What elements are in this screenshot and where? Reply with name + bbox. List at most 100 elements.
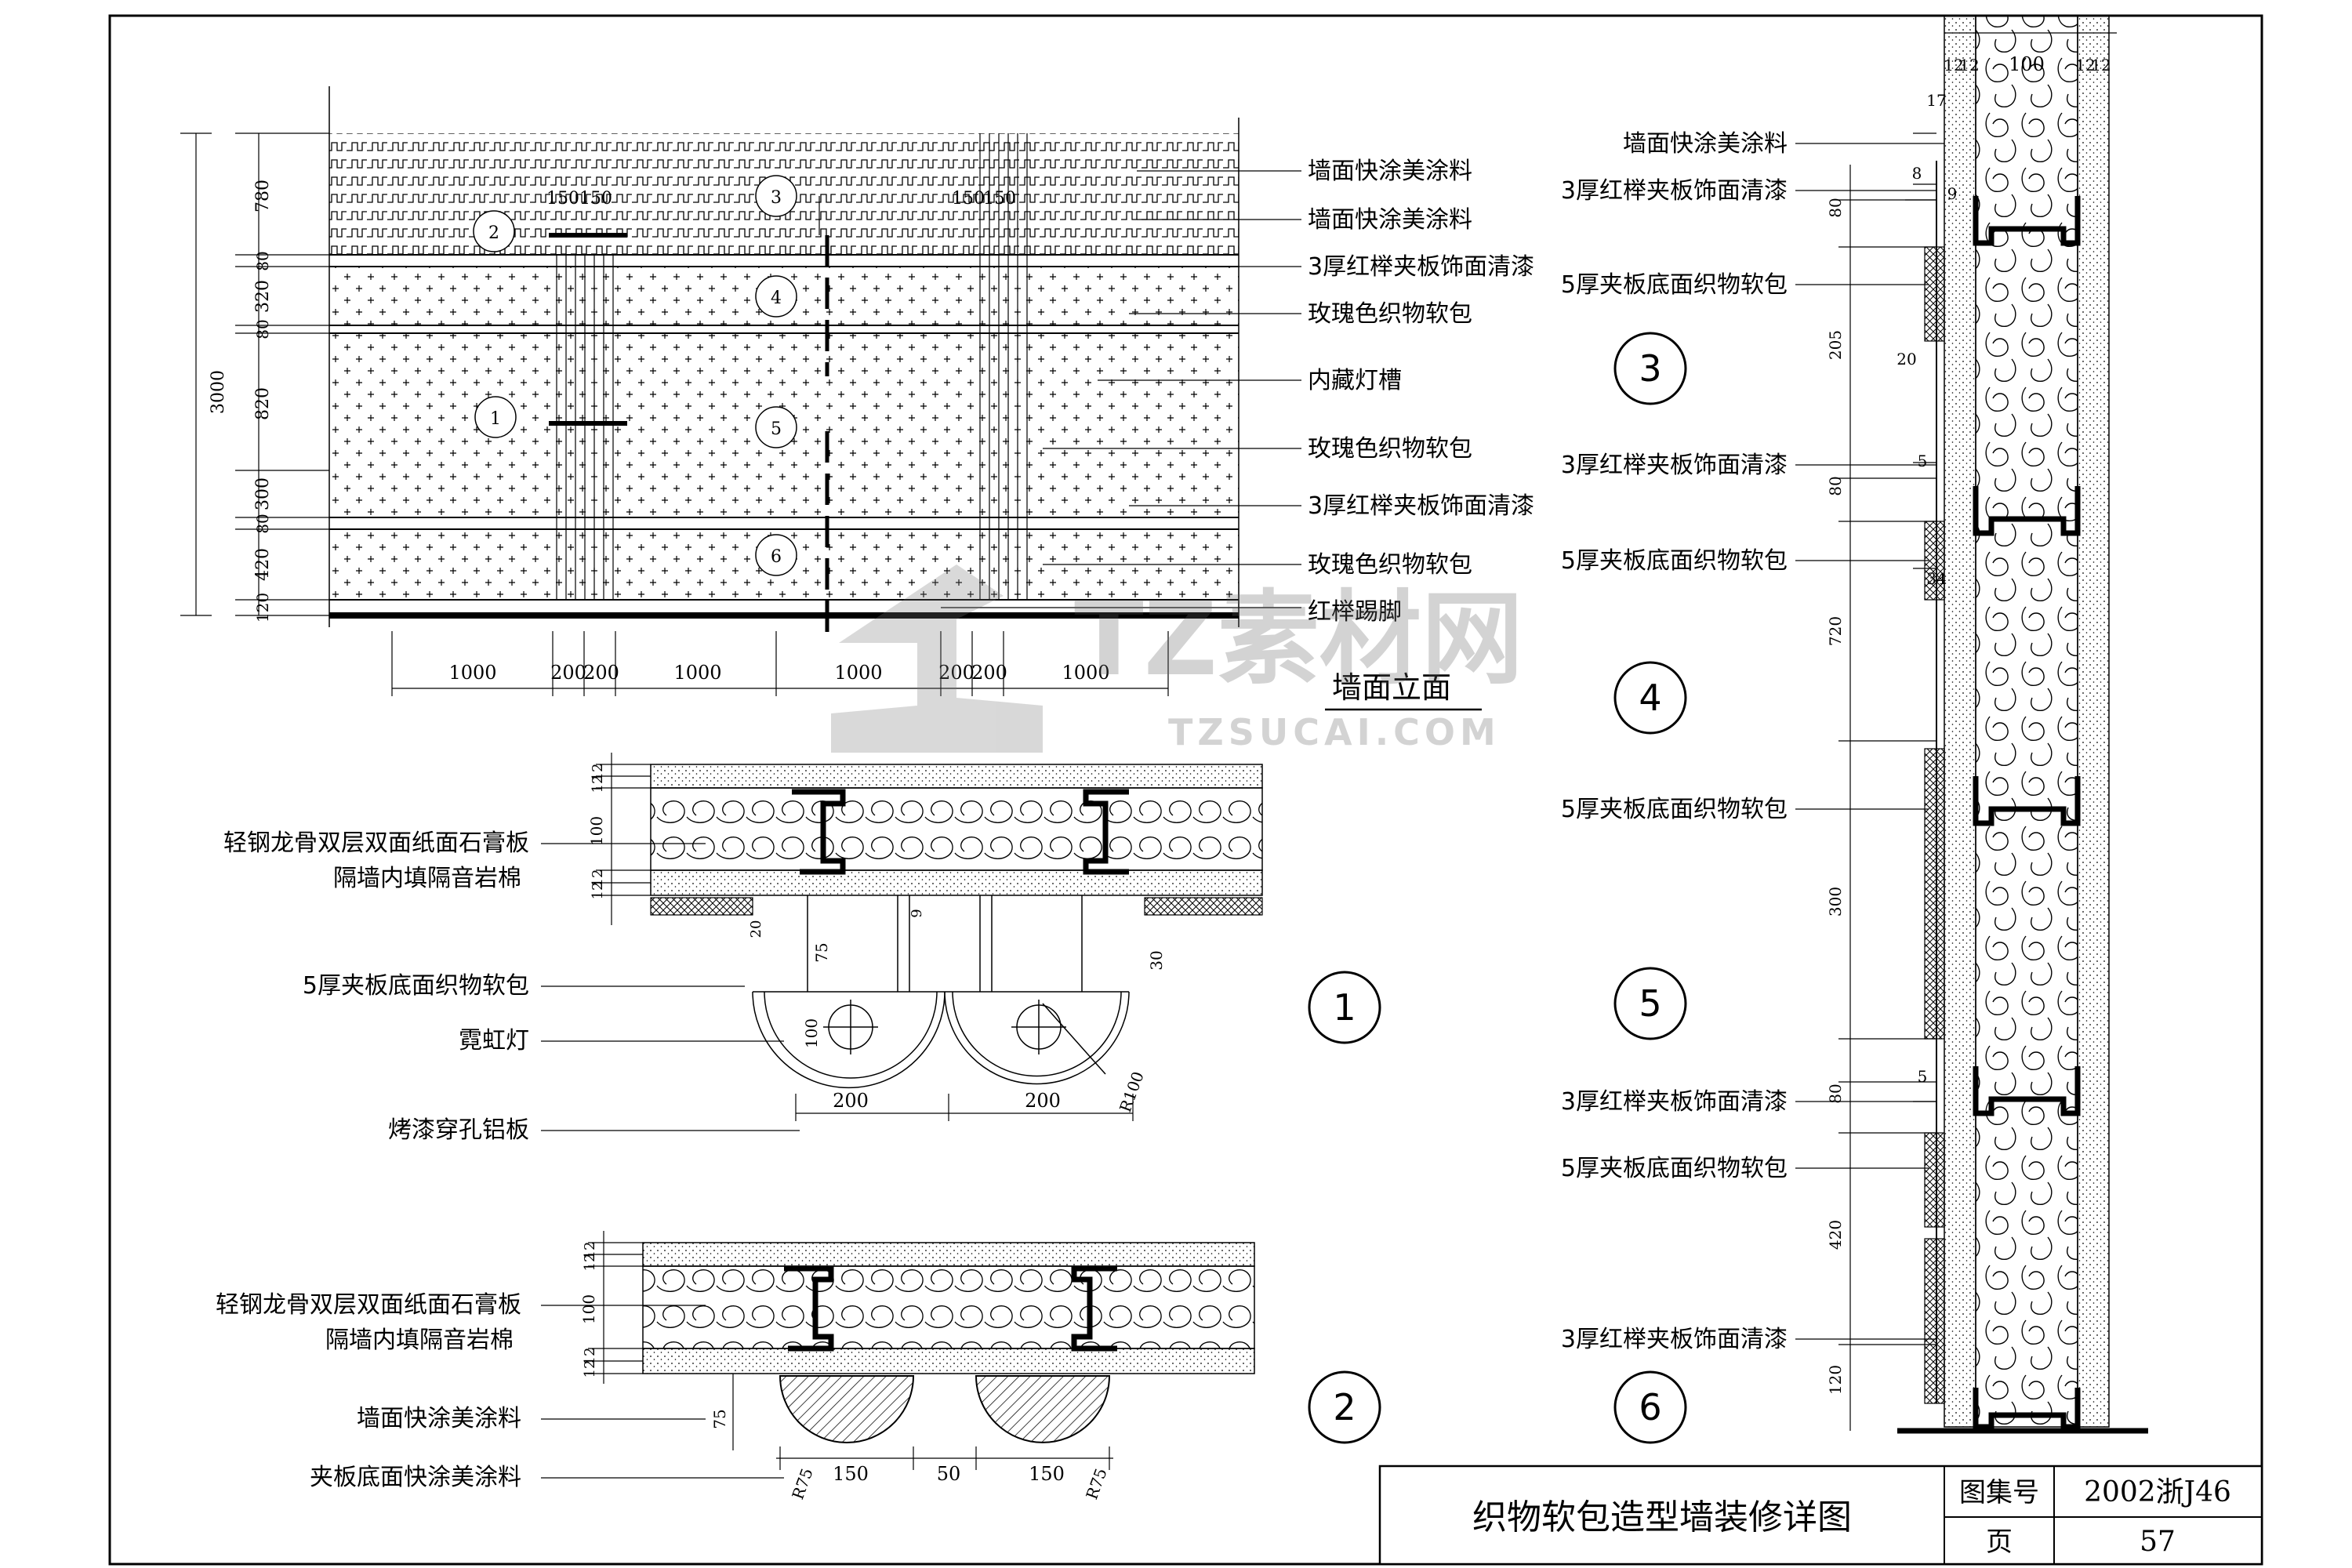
- vsec-label: 墙面快涂美涂料: [1623, 130, 1788, 158]
- elev-label: 玫瑰色织物软包: [1308, 551, 1472, 579]
- fabric-zone-main: [329, 333, 1239, 470]
- vsec-h-dim: 300: [1826, 887, 1845, 916]
- section-2: 轻钢龙骨双层双面纸面石膏板 隔墙内填隔音岩棉 墙面快涂美涂料 夹板底面快涂美涂料…: [216, 1231, 1381, 1502]
- sec2-dim: 75: [710, 1409, 729, 1428]
- sec1-label: 隔墙内填隔音岩棉: [333, 865, 521, 892]
- svg-text:1: 1: [490, 409, 501, 429]
- sec1-label: 轻钢龙骨双层双面纸面石膏板: [223, 829, 529, 857]
- wall-elevation: 2 1 4 3 5 6 150 150 150 150: [328, 86, 1240, 635]
- page-number: 57: [2140, 1526, 2176, 1558]
- dim-w: 1000: [673, 662, 721, 684]
- svg-text:2: 2: [488, 223, 499, 243]
- vsec-small-dim: 5: [1918, 452, 1928, 470]
- elev-label: 3厚红榉夹板饰面清漆: [1308, 492, 1534, 520]
- callout-4: 4: [755, 275, 797, 318]
- dim-w: 1000: [1062, 662, 1109, 684]
- vsec-label: 3厚红榉夹板饰面清漆: [1561, 177, 1788, 205]
- vsec-small-dim: 8: [1912, 164, 1922, 183]
- dim-overall: 3000: [209, 370, 228, 414]
- atlas-label: 图集号: [1959, 1477, 2039, 1508]
- title-block: 织物软包造型墙装修详图 图集号 2002浙J46 页 57: [1378, 1465, 2263, 1566]
- vsec-top-dim: 12: [2075, 56, 2095, 74]
- svg-text:3: 3: [771, 188, 782, 208]
- dim-w: 200: [938, 662, 975, 684]
- section-number-5: 5: [1639, 982, 1661, 1025]
- vsec-label: 5厚夹板底面织物软包: [1561, 1155, 1788, 1182]
- dim-w: 200: [550, 662, 586, 684]
- elev-label: 内藏灯槽: [1308, 367, 1402, 394]
- elev-label: 墙面快涂美涂料: [1308, 158, 1472, 185]
- sec2-dim: 12: [582, 1242, 598, 1260]
- vsec-label: 5厚夹板底面织物软包: [1561, 796, 1788, 823]
- vsec-label: 5厚夹板底面织物软包: [1561, 547, 1788, 575]
- sec2-label: 轻钢龙骨双层双面纸面石膏板: [216, 1291, 521, 1319]
- sec1-dim: R100: [1116, 1069, 1148, 1114]
- watermark-url: TZSUCAI.COM: [1168, 711, 1501, 753]
- watermark: TZ素材网 TZSUCAI.COM: [831, 564, 1523, 753]
- vertical-section: 12 12 100 12 12 17 8 9 20 5 34 5 80 205 …: [1561, 15, 2148, 1444]
- elev-label: 墙面快涂美涂料: [1308, 206, 1472, 234]
- sec1-dim: 12: [590, 775, 606, 793]
- dim-h: 420: [253, 548, 273, 581]
- drawing-title: 织物软包造型墙装修详图: [1472, 1497, 1852, 1537]
- sec1-dim: 12: [590, 882, 606, 900]
- dim-top: 150: [546, 189, 579, 209]
- dim-w: 1000: [834, 662, 882, 684]
- dim-top: 150: [952, 189, 985, 209]
- sec2-dim: R75: [788, 1465, 816, 1501]
- callout-1: 1: [474, 396, 517, 438]
- vsec-h-dim: 80: [1826, 476, 1845, 495]
- elev-label: 3厚红榉夹板饰面清漆: [1308, 253, 1534, 281]
- sec2-dim: 150: [833, 1463, 869, 1485]
- light-slot-right: [972, 133, 1035, 600]
- vsec-top-dim: 100: [2009, 53, 2045, 75]
- sec1-dim: 75: [812, 942, 831, 962]
- dim-h: 80: [253, 514, 272, 533]
- callout-6: 6: [755, 534, 797, 576]
- sec1-dim: 12: [590, 764, 606, 782]
- sec2-dim: 12: [582, 1360, 598, 1378]
- dim-h: 820: [253, 387, 273, 420]
- atlas-value: 2002浙J46: [2084, 1476, 2231, 1508]
- elevation-title: 墙面立面: [1332, 670, 1451, 705]
- vsec-h-dim: 420: [1826, 1220, 1845, 1250]
- section-number-1: 1: [1333, 986, 1356, 1029]
- section-number-4: 4: [1639, 677, 1661, 719]
- vsec-small-dim: 34: [1926, 569, 1946, 588]
- vsec-h-dim: 80: [1826, 1083, 1845, 1103]
- sec2-label: 隔墙内填隔音岩棉: [325, 1327, 514, 1354]
- dim-top: 150: [983, 189, 1016, 209]
- sec1-label: 烤漆穿孔铝板: [388, 1116, 529, 1144]
- svg-text:6: 6: [771, 547, 782, 567]
- elevation-labels: 墙面快涂美涂料 墙面快涂美涂料 3厚红榉夹板饰面清漆 玫瑰色织物软包 内藏灯槽 …: [941, 158, 1534, 626]
- vsec-small-dim: 20: [1896, 350, 1916, 368]
- sec2-dim: 50: [937, 1463, 961, 1485]
- svg-text:4: 4: [771, 289, 782, 308]
- sec2-dim: R75: [1082, 1465, 1110, 1501]
- section-number-2: 2: [1333, 1386, 1356, 1428]
- vsec-h-dim: 120: [1826, 1365, 1845, 1395]
- sec1-dim: 12: [590, 869, 606, 887]
- dim-h: 80: [253, 319, 272, 339]
- watermark-logo-icon: [831, 564, 1043, 753]
- vsec-small-dim: 5: [1918, 1067, 1928, 1086]
- vsec-h-dim: 80: [1826, 198, 1845, 217]
- vsec-top-dim: 12: [1944, 56, 1963, 74]
- sec1-label: 霓虹灯: [459, 1027, 529, 1054]
- elevation-width-dims: 1000 200 200 1000 1000 200 200 1000: [391, 631, 1169, 696]
- elev-label: 玫瑰色织物软包: [1308, 435, 1472, 463]
- vsec-label: 3厚红榉夹板饰面清漆: [1561, 452, 1788, 479]
- sec1-dim: 20: [748, 920, 764, 938]
- dim-w: 200: [971, 662, 1007, 684]
- sec2-dim: 150: [1029, 1463, 1065, 1485]
- sec2-label: 夹板底面快涂美涂料: [310, 1464, 521, 1491]
- watermark-text: TZ素材网: [1074, 579, 1523, 699]
- dim-top: 150: [579, 189, 612, 209]
- sec2-dim: 12: [582, 1254, 598, 1272]
- dim-h: 80: [253, 251, 272, 270]
- sec1-dim: 30: [1147, 950, 1166, 970]
- callout-2: 2: [473, 210, 515, 252]
- callout-3: 3: [755, 175, 797, 217]
- dim-w: 200: [583, 662, 619, 684]
